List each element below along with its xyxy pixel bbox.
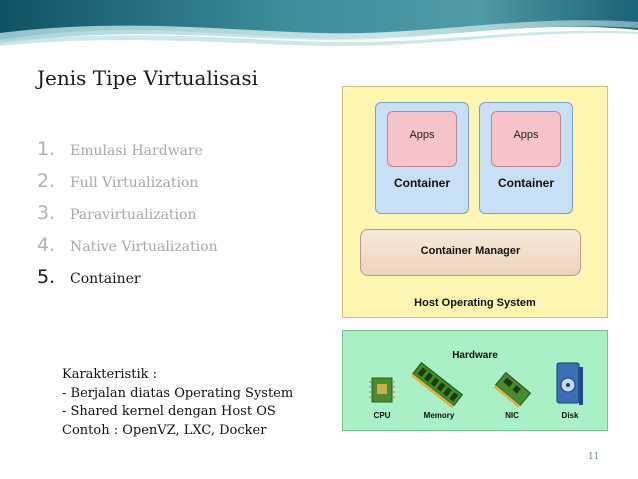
list-item-number: 5. xyxy=(37,266,56,288)
apps-label: Apps xyxy=(513,129,539,141)
memory-label: Memory xyxy=(423,411,455,420)
host-os-label: Host Operating System xyxy=(414,297,536,309)
header-banner xyxy=(0,0,638,52)
virtualization-types-list: 1. Emulasi Hardware 2. Full Virtualizati… xyxy=(37,138,218,298)
notes-line: - Berjalan diatas Operating System xyxy=(62,385,294,401)
list-item-number: 3. xyxy=(37,202,56,224)
cpu-label: CPU xyxy=(373,411,391,420)
list-item-number: 4. xyxy=(37,234,56,256)
page-number: 11 xyxy=(588,452,600,462)
list-item-number: 2. xyxy=(37,170,56,192)
characteristics-notes: Karakteristik : - Berjalan diatas Operat… xyxy=(62,366,293,440)
disk-label: Disk xyxy=(561,411,579,420)
container-box: Apps Container xyxy=(375,102,469,214)
container-manager-label: Container Manager xyxy=(420,245,521,257)
container-label: Container xyxy=(497,176,554,190)
disk-icon xyxy=(556,362,583,405)
container-label: Container xyxy=(393,176,450,190)
container-manager-layer: Container Manager xyxy=(360,229,581,276)
list-item-active: 5. Container xyxy=(37,266,218,298)
list-item-label: Emulasi Hardware xyxy=(70,143,203,159)
hardware-label: Hardware xyxy=(452,350,498,361)
list-item-label: Paravirtualization xyxy=(70,207,197,223)
notes-line: - Shared kernel dengan Host OS xyxy=(62,404,276,419)
notes-examples: Contoh : OpenVZ, LXC, Docker xyxy=(62,422,267,438)
list-item-label: Native Virtualization xyxy=(70,239,218,255)
list-item-label: Full Virtualization xyxy=(70,175,199,191)
cpu-icon xyxy=(369,377,395,403)
memory-icon xyxy=(410,361,464,409)
list-item-number: 1. xyxy=(37,138,56,160)
list-item: 2. Full Virtualization xyxy=(37,170,218,202)
apps-box: Apps xyxy=(387,111,457,167)
apps-box: Apps xyxy=(491,111,561,167)
apps-label: Apps xyxy=(409,129,435,141)
notes-heading: Karakteristik : xyxy=(62,367,158,382)
hardware-layer: Hardware CPU Memory NIC xyxy=(342,330,608,431)
banner-wave-graphic xyxy=(0,0,638,52)
list-item: 3. Paravirtualization xyxy=(37,202,218,234)
nic-icon xyxy=(493,371,532,408)
list-item-label: Container xyxy=(70,271,141,287)
container-box: Apps Container xyxy=(479,102,573,214)
nic-label: NIC xyxy=(505,411,519,420)
list-item: 4. Native Virtualization xyxy=(37,234,218,266)
slide-title: Jenis Tipe Virtualisasi xyxy=(37,66,259,90)
list-item: 1. Emulasi Hardware xyxy=(37,138,218,170)
